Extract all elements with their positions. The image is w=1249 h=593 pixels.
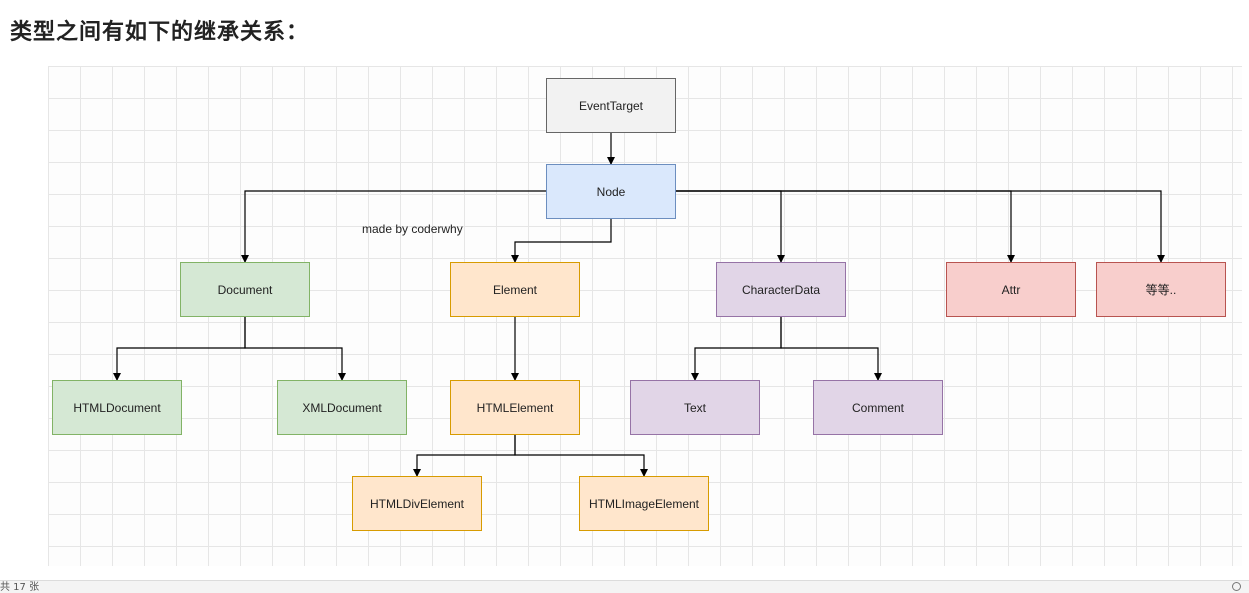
edge-htmlelement-htmldivelement [413, 435, 516, 477]
edge-node-element [511, 219, 612, 263]
node-htmlelement[interactable]: HTMLElement [450, 380, 580, 435]
edge-document-xmldocument [244, 317, 346, 381]
edge-characterdata-comment [780, 317, 882, 381]
edge-node-document [241, 190, 546, 263]
status-text: 共 17 张 [0, 582, 40, 593]
edge-characterdata-text [691, 317, 782, 381]
node-comment[interactable]: Comment [813, 380, 943, 435]
status-bar: 共 17 张 [0, 580, 1249, 593]
edge-node-characterdata [676, 190, 785, 263]
author-note: made by coderwhy [362, 222, 463, 236]
node-attr[interactable]: Attr [946, 262, 1076, 317]
node-etc[interactable]: 等等.. [1096, 262, 1226, 317]
node-htmldocument[interactable]: HTMLDocument [52, 380, 182, 435]
node-htmlimageelement[interactable]: HTMLImageElement [579, 476, 709, 531]
node-xmldocument[interactable]: XMLDocument [277, 380, 407, 435]
node-document[interactable]: Document [180, 262, 310, 317]
page-heading: 类型之间有如下的继承关系： [10, 20, 310, 45]
edge-node-etc [676, 190, 1165, 263]
node-characterdata[interactable]: CharacterData [716, 262, 846, 317]
node-text[interactable]: Text [630, 380, 760, 435]
settings-icon[interactable] [1232, 582, 1241, 591]
edge-node-attr [676, 190, 1015, 263]
node-eventtarget[interactable]: EventTarget [546, 78, 676, 133]
node-htmldivelement[interactable]: HTMLDivElement [352, 476, 482, 531]
edge-document-htmldocument [113, 317, 246, 381]
node-node[interactable]: Node [546, 164, 676, 219]
edge-htmlelement-htmlimageelement [514, 435, 648, 477]
node-element[interactable]: Element [450, 262, 580, 317]
